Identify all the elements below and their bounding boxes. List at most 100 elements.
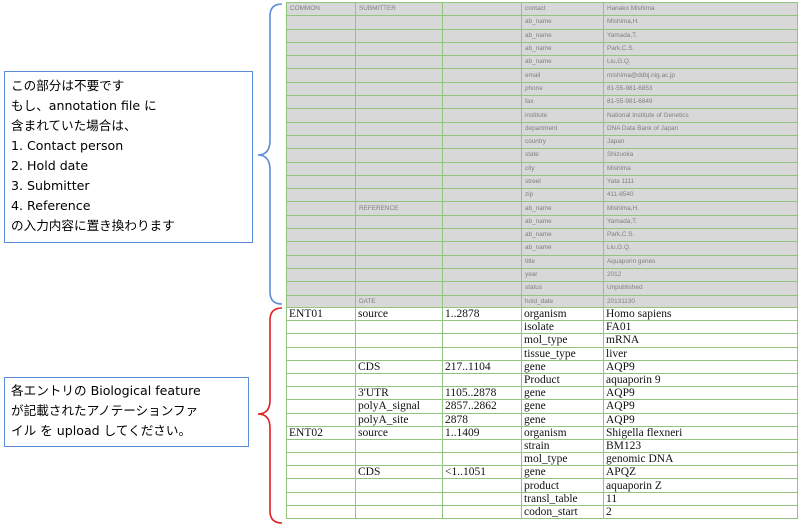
- table-cell: gene: [521, 412, 604, 427]
- table-cell: [442, 267, 522, 283]
- table-cell: Mishima,H.: [603, 15, 798, 30]
- table-cell: Yamada,T.: [603, 214, 798, 230]
- table-cell: [442, 320, 522, 335]
- table-cell: [355, 267, 443, 283]
- table-cell: Shizuoka: [603, 148, 798, 163]
- table-cell: gene: [521, 359, 604, 374]
- table-cell: aquaporin Z: [603, 478, 798, 493]
- table-cell: [355, 281, 443, 296]
- table-cell: [286, 359, 356, 374]
- table-cell: [286, 333, 356, 348]
- table-cell: 2: [603, 504, 798, 520]
- table-cell: ab_name: [521, 201, 604, 216]
- table-cell: Liu,G.Q.: [603, 55, 798, 70]
- table-cell: Shigella flexneri: [603, 425, 798, 440]
- table-cell: Hanako Mishima: [603, 1, 798, 17]
- table-cell: [355, 134, 443, 150]
- table-cell: [442, 504, 522, 520]
- table-cell: [355, 504, 443, 520]
- table-cell: FA01: [603, 320, 798, 335]
- table-cell: [286, 55, 356, 70]
- table-cell: [442, 254, 522, 269]
- table-cell: street: [521, 174, 604, 190]
- table-cell: [355, 478, 443, 493]
- table-cell: mol_type: [521, 333, 604, 348]
- table-cell: [355, 55, 443, 70]
- table-cell: [355, 188, 443, 203]
- table-cell: Aquaporin genes: [603, 254, 798, 269]
- table-cell: [286, 478, 356, 493]
- table-cell: [286, 95, 356, 110]
- table-cell: product: [521, 478, 604, 493]
- table-cell: aquaporin 9: [603, 372, 798, 388]
- table-cell: [355, 121, 443, 136]
- callout-line: 2. Hold date: [11, 158, 89, 173]
- table-cell: [286, 161, 356, 176]
- table-cell: SUBMITTER: [355, 1, 443, 17]
- table-cell: Japan: [603, 134, 798, 150]
- table-cell: department: [521, 121, 604, 136]
- callout-line: 1. Contact person: [11, 138, 124, 153]
- table-cell: phone: [521, 81, 604, 97]
- table-cell: Liu,G.Q.: [603, 241, 798, 256]
- table-cell: [355, 95, 443, 110]
- table-cell: [286, 399, 356, 414]
- table-cell: polyA_site: [355, 412, 443, 427]
- table-cell: [286, 412, 356, 427]
- table-cell: organism: [521, 306, 604, 322]
- table-cell: [442, 161, 522, 176]
- table-cell: 2878: [442, 412, 522, 427]
- table-cell: ab_name: [521, 15, 604, 30]
- table-cell: [286, 241, 356, 256]
- table-cell: [442, 41, 522, 57]
- table-cell: [355, 28, 443, 43]
- table-cell: [442, 148, 522, 163]
- table-cell: [442, 333, 522, 348]
- table-cell: AQP9: [603, 386, 798, 401]
- table-cell: 1..2878: [442, 306, 522, 322]
- table-cell: [286, 491, 356, 506]
- table-cell: [286, 254, 356, 269]
- table-cell: isolate: [521, 320, 604, 335]
- table-cell: Product: [521, 372, 604, 388]
- callout-replaced-fields: この部分は不要です もし、annotation file に 含まれていた場合は…: [4, 71, 253, 243]
- table-cell: [442, 81, 522, 97]
- table-cell: Unpublished: [603, 281, 798, 296]
- table-cell: [442, 95, 522, 110]
- table-cell: [286, 41, 356, 57]
- table-cell: 81-55-981-6849: [603, 95, 798, 110]
- table-cell: mol_type: [521, 452, 604, 467]
- table-cell: [355, 214, 443, 230]
- table-cell: [286, 201, 356, 216]
- table-cell: COMMON: [286, 1, 356, 17]
- callout-upload-annotation: 各エントリの Biological feature が記載されたアノテーションフ…: [4, 377, 249, 447]
- blue-brace: [257, 3, 283, 305]
- table-cell: [442, 241, 522, 256]
- table-cell: [286, 504, 356, 520]
- table-cell: codon_start: [521, 504, 604, 520]
- table-cell: 217..1104: [442, 359, 522, 374]
- table-cell: year: [521, 267, 604, 283]
- table-cell: country: [521, 134, 604, 150]
- table-cell: Yata 1111: [603, 174, 798, 190]
- table-cell: ab_name: [521, 228, 604, 243]
